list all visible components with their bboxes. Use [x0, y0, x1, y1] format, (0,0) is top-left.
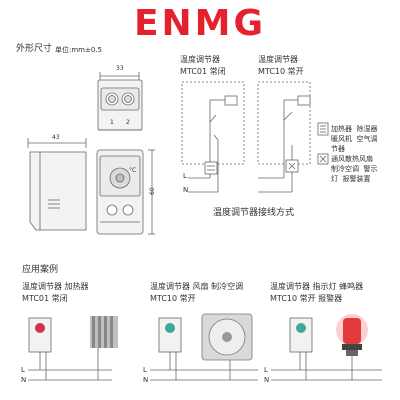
app-2-model: MTC10 常开: [150, 294, 196, 303]
legend-heater-text: 加热器 除湿器 暖风机 空气调 节器: [331, 125, 378, 153]
mtc01-wiring-label: 温度调节器: [180, 55, 220, 64]
terminal-1-label: 1: [110, 119, 114, 126]
app-live-label-2: L: [143, 366, 147, 374]
mtc01-wiring-diagram: [181, 81, 245, 165]
side-view-drawing: [27, 138, 87, 231]
top-view-drawing: [97, 72, 143, 131]
dimensions-unit: 单位:mm±0.5: [55, 46, 102, 54]
heater-icon: [90, 316, 118, 348]
dim-width-label: 33: [116, 65, 124, 72]
app-live-label-3: L: [264, 366, 268, 374]
dim-height-label: 60: [149, 187, 156, 195]
wiring-title: 温度调节器接线方式: [213, 208, 295, 218]
mtc10-wiring-label: 温度调节器: [258, 55, 298, 64]
dimension-labels: 33 43 60 1 2 °C: [52, 65, 156, 195]
brand-logo: ENMG: [133, 3, 267, 44]
app-devices: [35, 313, 368, 361]
mtc01-wiring-model: MTC01 常闭: [180, 67, 226, 76]
dim-depth-label: 43: [52, 134, 60, 141]
mtc10-alarm-dial-icon: [296, 323, 306, 333]
mtc01-wiring-lines: [188, 95, 238, 193]
app-neutral-label-1: N: [21, 376, 27, 384]
applications-heading: 应用案例: [22, 265, 59, 275]
terminal-2-label: 2: [126, 119, 130, 126]
app-2-label: 温度调节器 风扇 制冷空调: [150, 282, 244, 291]
app-live-label-1: L: [21, 366, 25, 374]
app-wiring-lines: [28, 317, 382, 381]
dimensions-heading: 外形尺寸: [16, 44, 53, 54]
front-view-drawing: [96, 149, 155, 235]
legend-icons: [317, 122, 329, 165]
legend-fan-text: 通风散热风扇 制冷空调 警示 灯 报警装置: [331, 155, 378, 183]
fan-icon: [201, 313, 253, 361]
app-3-model: MTC10 常开 报警器: [270, 294, 343, 303]
app-1-label: 温度调节器 加热器: [22, 282, 89, 291]
mtc10-wiring-model: MTC10 常开: [258, 67, 304, 76]
mtc01-dial-icon: [35, 323, 45, 333]
app-neutral-label-3: N: [264, 376, 270, 384]
wiring-neutral-label: N: [183, 186, 189, 194]
app-neutral-label-2: N: [143, 376, 149, 384]
alarm-lamp-icon: [336, 314, 368, 356]
dial-mark-label: °C: [129, 167, 136, 174]
app-3-label: 温度调节器 指示灯 蜂鸣器: [270, 282, 364, 291]
app-1-model: MTC01 常闭: [22, 294, 68, 303]
wiring-live-label: L: [183, 172, 187, 180]
mtc10-wiring-lines: [258, 95, 311, 193]
mtc10-dial-icon: [165, 323, 175, 333]
